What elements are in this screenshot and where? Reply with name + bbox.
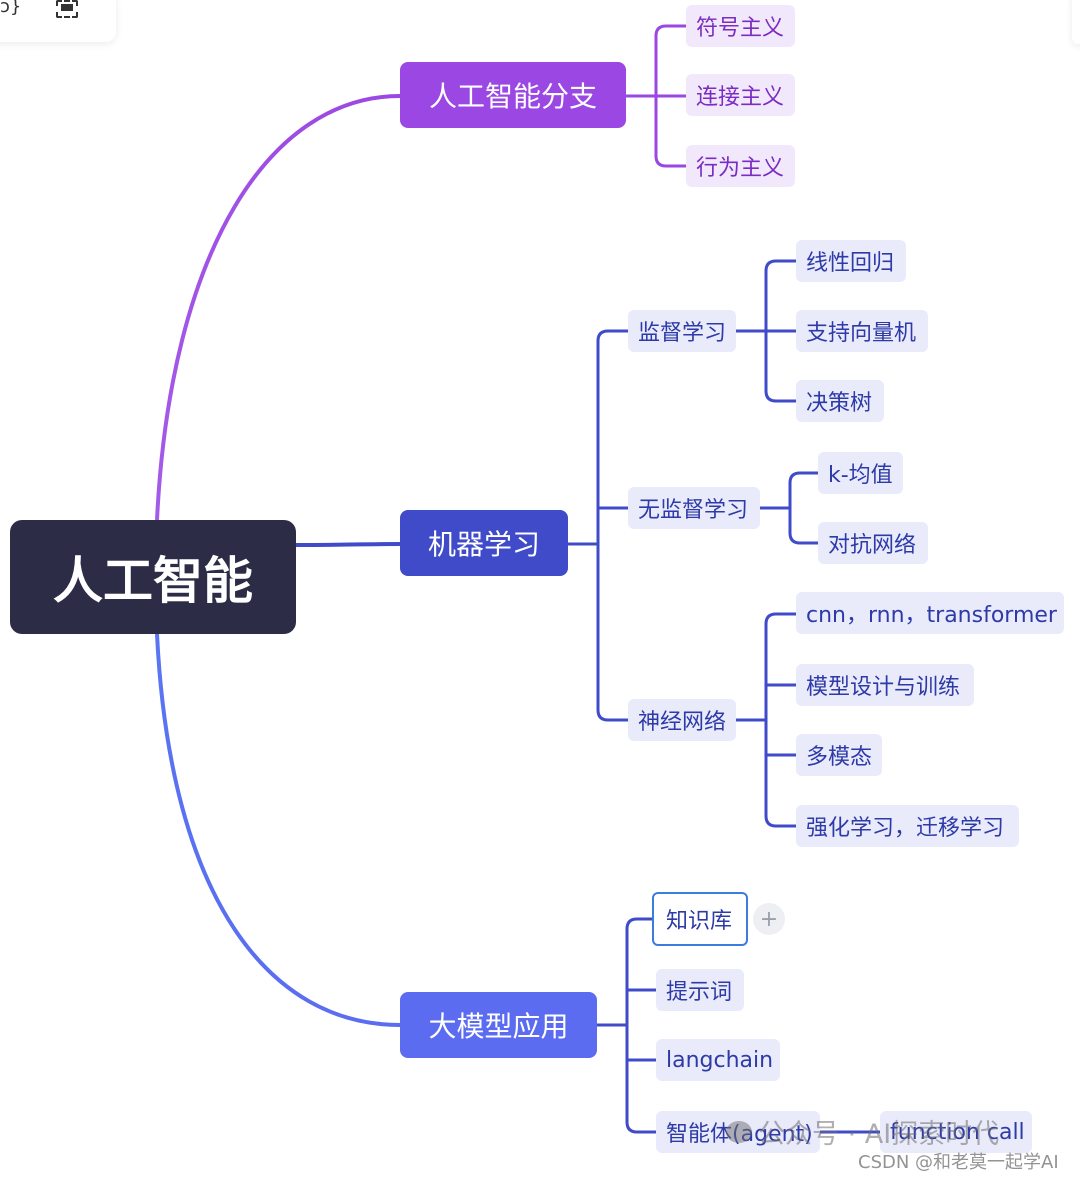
branch-llm-apps[interactable]: 大模型应用 xyxy=(400,992,597,1058)
leaf-function-call[interactable]: function call xyxy=(880,1111,1032,1153)
code-icon[interactable]: ɔ} xyxy=(0,0,22,17)
leaf-decision-tree[interactable]: 决策树 xyxy=(796,380,884,422)
leaf-k-means[interactable]: k-均值 xyxy=(818,452,903,494)
leaf-langchain[interactable]: langchain xyxy=(656,1039,780,1081)
frame-select-icon[interactable] xyxy=(56,0,78,18)
edges-machine-learning xyxy=(568,259,818,828)
toolbar: ɔ} xyxy=(0,0,116,42)
leaf-knowledge-base[interactable]: 知识库 xyxy=(652,892,748,946)
leaf-model-design-training[interactable]: 模型设计与训练 xyxy=(796,664,974,706)
leaf-connectionism[interactable]: 连接主义 xyxy=(686,74,795,116)
subbranch-supervised[interactable]: 监督学习 xyxy=(628,310,736,352)
edge-root-llm xyxy=(155,633,401,1027)
leaf-adversarial-network[interactable]: 对抗网络 xyxy=(818,522,928,564)
subbranch-neural[interactable]: 神经网络 xyxy=(628,699,736,741)
leaf-prompt[interactable]: 提示词 xyxy=(656,969,744,1011)
leaf-rl-transfer-learning[interactable]: 强化学习，迁移学习 xyxy=(796,805,1019,847)
subbranch-unsupervised[interactable]: 无监督学习 xyxy=(628,487,760,529)
branch-machine-learning[interactable]: 机器学习 xyxy=(400,510,568,576)
side-panel-edge xyxy=(1072,0,1080,44)
edges-ai-branches xyxy=(626,24,686,168)
leaf-linear-regression[interactable]: 线性回归 xyxy=(796,240,906,282)
branch-ai-branches[interactable]: 人工智能分支 xyxy=(400,62,626,128)
root-node[interactable]: 人工智能 xyxy=(10,520,296,634)
leaf-cnn-rnn-transformer[interactable]: cnn，rnn，transformer xyxy=(796,592,1064,634)
leaf-behaviorism[interactable]: 行为主义 xyxy=(686,145,795,187)
leaf-svm[interactable]: 支持向量机 xyxy=(796,310,928,352)
leaf-agent[interactable]: 智能体(agent) xyxy=(656,1111,820,1153)
edge-root-ai-branches xyxy=(155,94,401,521)
edges-llm-apps xyxy=(597,917,880,1134)
edge-root-ml xyxy=(295,542,401,547)
leaf-symbolism[interactable]: 符号主义 xyxy=(686,5,795,47)
leaf-multimodal[interactable]: 多模态 xyxy=(796,734,882,776)
add-node-button[interactable]: + xyxy=(753,903,785,935)
